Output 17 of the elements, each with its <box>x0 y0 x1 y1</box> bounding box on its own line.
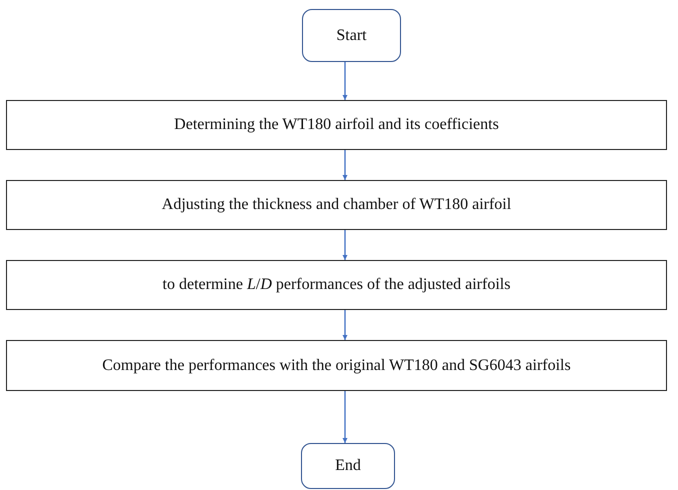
process-box <box>6 180 667 230</box>
arrow <box>342 391 348 443</box>
step-text: Adjusting the thickness and chamber of WT180 airfoil <box>162 196 512 214</box>
process-box <box>6 100 667 150</box>
arrow <box>342 310 348 340</box>
step-text: to determine L/D performances of the adjusted airfoils <box>162 276 510 294</box>
terminal-box <box>302 9 401 62</box>
process-box <box>6 260 667 310</box>
arrow <box>342 62 348 100</box>
arrow <box>342 230 348 260</box>
step-text: Compare the performances with the original WT180 and SG6043 airfoils <box>102 356 571 374</box>
step-text: Determining the WT180 airfoil and its coefficients <box>174 116 499 134</box>
step-text: Start <box>336 26 367 44</box>
terminal-box <box>301 443 395 489</box>
process-box <box>6 340 667 391</box>
step-text: End <box>335 457 361 475</box>
arrow <box>342 150 348 180</box>
